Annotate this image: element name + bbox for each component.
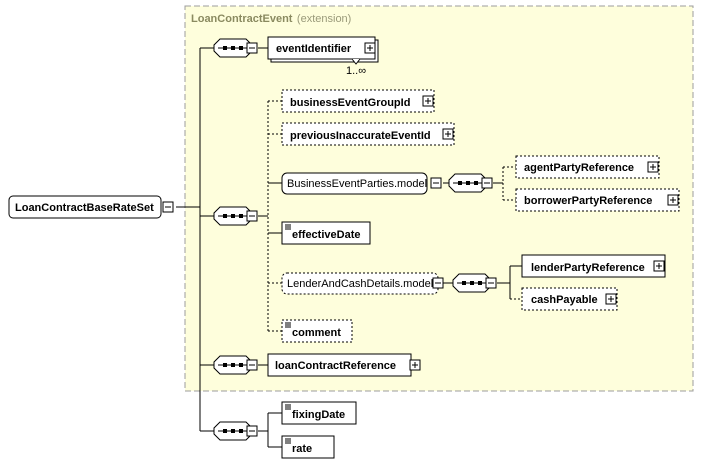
minus-box-icon[interactable] <box>481 177 493 189</box>
sequence-compositor-icon <box>213 206 253 226</box>
plus-box-icon[interactable] <box>605 293 617 305</box>
plus-box-icon[interactable] <box>409 359 421 371</box>
borrower-party-reference-label: borrowerPartyReference <box>524 195 652 207</box>
agent-party-reference-label: agentPartyReference <box>524 162 634 174</box>
element-previous-inaccurate-event-id[interactable]: previousInaccurateEventId <box>281 122 455 146</box>
sequence-compositor-icon <box>213 355 253 375</box>
minus-box-icon[interactable] <box>246 210 258 222</box>
plus-box-icon[interactable] <box>422 95 434 107</box>
element-comment[interactable]: comment <box>281 319 353 343</box>
element-business-event-group-id[interactable]: businessEventGroupId <box>281 89 435 113</box>
cardinality-marker-icon <box>351 58 361 65</box>
root-element-label: LoanContractBaseRateSet <box>15 202 154 214</box>
event-identifier-cardinality: 1..∞ <box>346 65 366 77</box>
comment-label: comment <box>292 327 341 339</box>
element-lender-party-reference[interactable]: lenderPartyReference <box>521 254 666 278</box>
sequence-compositor-icon <box>448 173 488 193</box>
minus-box-icon[interactable] <box>485 277 497 289</box>
element-loan-contract-reference[interactable]: loanContractReference <box>267 353 412 377</box>
plus-box-icon[interactable] <box>364 42 376 54</box>
sequence-compositor-icon <box>213 421 253 441</box>
element-fixing-date[interactable]: fixingDate <box>281 401 357 425</box>
element-event-identifier[interactable]: eventIdentifier <box>267 36 379 63</box>
element-rate[interactable]: rate <box>281 435 335 459</box>
extension-title: LoanContractEvent (extension) <box>191 9 351 26</box>
minus-box-icon[interactable] <box>246 425 258 437</box>
plus-box-icon[interactable] <box>442 128 454 140</box>
element-agent-party-reference[interactable]: agentPartyReference <box>515 155 660 179</box>
minus-box-icon[interactable] <box>432 277 444 289</box>
plus-box-icon[interactable] <box>653 260 665 272</box>
root-element-loancontractbaserateset[interactable]: LoanContractBaseRateSet <box>8 195 162 219</box>
minus-box-icon[interactable] <box>246 359 258 371</box>
minus-box-icon[interactable] <box>246 42 258 54</box>
minus-box-icon[interactable] <box>430 177 442 189</box>
business-event-parties-model-label: BusinessEventParties.model <box>287 178 427 190</box>
group-business-event-parties-model[interactable]: BusinessEventParties.model <box>281 172 428 195</box>
fixing-date-label: fixingDate <box>292 409 345 421</box>
element-borrower-party-reference[interactable]: borrowerPartyReference <box>515 188 680 212</box>
loan-contract-reference-label: loanContractReference <box>275 360 396 372</box>
cash-payable-label: cashPayable <box>531 294 598 306</box>
effective-date-label: effectiveDate <box>292 229 360 241</box>
business-event-group-id-label: businessEventGroupId <box>290 97 410 109</box>
previous-inaccurate-event-id-label: previousInaccurateEventId <box>290 130 431 142</box>
sequence-compositor-icon <box>213 38 253 58</box>
lender-and-cash-details-model-label: LenderAndCashDetails.model <box>287 278 433 290</box>
plus-box-icon[interactable] <box>667 194 679 206</box>
element-cash-payable[interactable]: cashPayable <box>521 287 618 311</box>
plus-box-icon[interactable] <box>647 161 659 173</box>
minus-box-icon[interactable] <box>162 201 174 213</box>
event-identifier-label: eventIdentifier <box>276 43 352 55</box>
element-effective-date[interactable]: effectiveDate <box>281 221 371 245</box>
group-lender-and-cash-details-model[interactable]: LenderAndCashDetails.model <box>281 272 439 295</box>
sequence-compositor-icon <box>452 273 492 293</box>
lender-party-reference-label: lenderPartyReference <box>531 262 645 274</box>
rate-label: rate <box>292 443 312 455</box>
